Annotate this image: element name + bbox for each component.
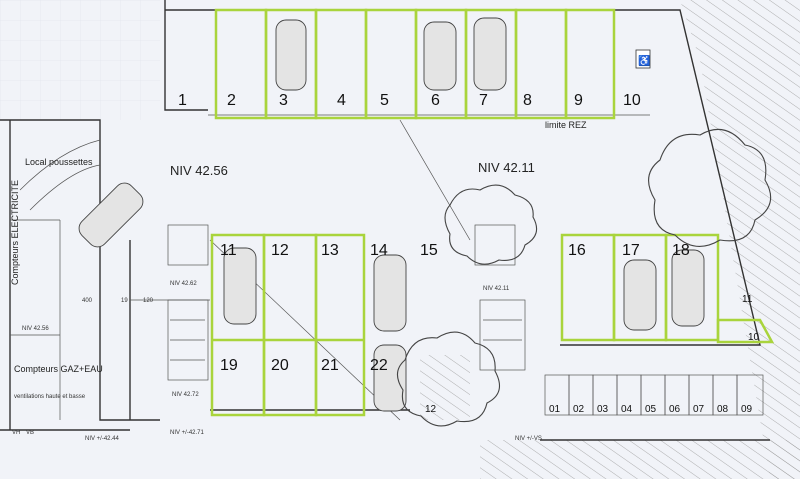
svg-text:VB: VB — [26, 430, 34, 436]
svg-text:NIV +/-42.71: NIV +/-42.71 — [170, 430, 205, 436]
car-icon — [671, 249, 705, 327]
middle-parking-block — [210, 233, 366, 417]
car-icon — [373, 344, 407, 412]
car-icon — [423, 21, 457, 91]
building-walls — [0, 0, 770, 441]
svg-text:10: 10 — [623, 92, 641, 109]
svg-text:22: 22 — [370, 357, 388, 374]
svg-text:13: 13 — [321, 242, 339, 259]
level-label-lower: NIV 42.11 — [478, 160, 535, 175]
car-icon — [473, 17, 507, 91]
svg-text:3: 3 — [279, 92, 288, 109]
svg-text:6: 6 — [431, 92, 440, 109]
svg-text:NIV +/-42.44: NIV +/-42.44 — [85, 436, 120, 442]
cars — [78, 17, 705, 412]
svg-text:06: 06 — [669, 404, 681, 415]
svg-text:11: 11 — [220, 242, 237, 259]
accessible-parking-icon: ♿ — [635, 49, 650, 69]
svg-text:01: 01 — [549, 404, 561, 415]
svg-text:4: 4 — [337, 92, 346, 109]
svg-text:21: 21 — [321, 357, 339, 374]
middle-numbers: 11 12 13 14 15 19 20 21 22 — [220, 242, 438, 374]
hatched-area-stairs — [420, 355, 470, 420]
car-icon — [373, 254, 407, 332]
top-row-numbers: 1 2 3 4 5 6 7 8 9 10 — [178, 92, 641, 109]
top-parking-row — [214, 8, 616, 120]
svg-text:NIV 42.62: NIV 42.62 — [170, 281, 197, 287]
svg-text:02: 02 — [573, 404, 585, 415]
limit-label: limite REZ — [545, 120, 587, 130]
svg-text:12: 12 — [271, 242, 289, 259]
svg-text:1: 1 — [178, 92, 187, 109]
room-local-poussettes: Local poussettes — [25, 157, 93, 167]
svg-text:17: 17 — [622, 242, 640, 259]
svg-text:8: 8 — [523, 92, 532, 109]
svg-text:20: 20 — [271, 357, 289, 374]
svg-text:10: 10 — [748, 332, 760, 343]
trees — [396, 128, 772, 427]
tree-icon — [396, 331, 501, 427]
svg-text:2: 2 — [227, 92, 236, 109]
svg-text:9: 9 — [574, 92, 583, 109]
tree-icon — [648, 128, 772, 247]
svg-text:16: 16 — [568, 242, 586, 259]
svg-text:04: 04 — [621, 404, 633, 415]
svg-text:5: 5 — [380, 92, 389, 109]
svg-text:NIV 42.56: NIV 42.56 — [22, 326, 49, 332]
svg-text:♿: ♿ — [638, 54, 650, 67]
svg-text:14: 14 — [370, 242, 388, 259]
svg-text:07: 07 — [693, 404, 705, 415]
svg-text:08: 08 — [717, 404, 729, 415]
svg-text:15: 15 — [420, 242, 438, 259]
storage-box-numbers: 01 02 03 04 05 06 07 08 09 — [549, 404, 753, 415]
svg-text:NIV +/-VS: NIV +/-VS — [515, 436, 542, 442]
svg-text:18: 18 — [672, 242, 690, 259]
plan-notes: NIV 42.62 NIV 42.56 NIV 42.72 NIV +/-42.… — [12, 281, 542, 442]
right-parking-block — [560, 233, 775, 344]
svg-text:19: 19 — [121, 298, 128, 304]
car-icon — [223, 247, 257, 325]
svg-text:NIV 42.11: NIV 42.11 — [483, 286, 510, 292]
room-compteurs-electricite: Compteurs ELECTRICITE — [10, 180, 20, 285]
car-icon — [623, 259, 657, 331]
car-icon — [78, 182, 144, 248]
svg-text:11: 11 — [742, 294, 753, 305]
svg-text:VH: VH — [12, 430, 20, 436]
level-label-upper: NIV 42.56 — [170, 163, 228, 178]
car-icon — [275, 19, 307, 91]
svg-text:NIV 42.72: NIV 42.72 — [172, 392, 199, 398]
svg-text:05: 05 — [645, 404, 657, 415]
svg-text:19: 19 — [220, 357, 238, 374]
stair-cores — [19, 139, 526, 381]
right-numbers: 16 17 18 11 10 12 — [425, 242, 760, 415]
room-ventilations: ventilations haute et basse — [14, 394, 86, 400]
svg-text:03: 03 — [597, 404, 609, 415]
tree-icon — [444, 184, 538, 265]
svg-text:400: 400 — [82, 298, 93, 304]
hatched-area-bottom — [480, 440, 800, 479]
svg-text:09: 09 — [741, 404, 753, 415]
svg-text:12: 12 — [425, 404, 437, 415]
room-compteurs-gaz: Compteurs GAZ+EAU — [14, 364, 103, 374]
storage-boxes — [544, 374, 764, 416]
svg-text:120: 120 — [143, 298, 154, 304]
svg-text:7: 7 — [479, 92, 488, 109]
